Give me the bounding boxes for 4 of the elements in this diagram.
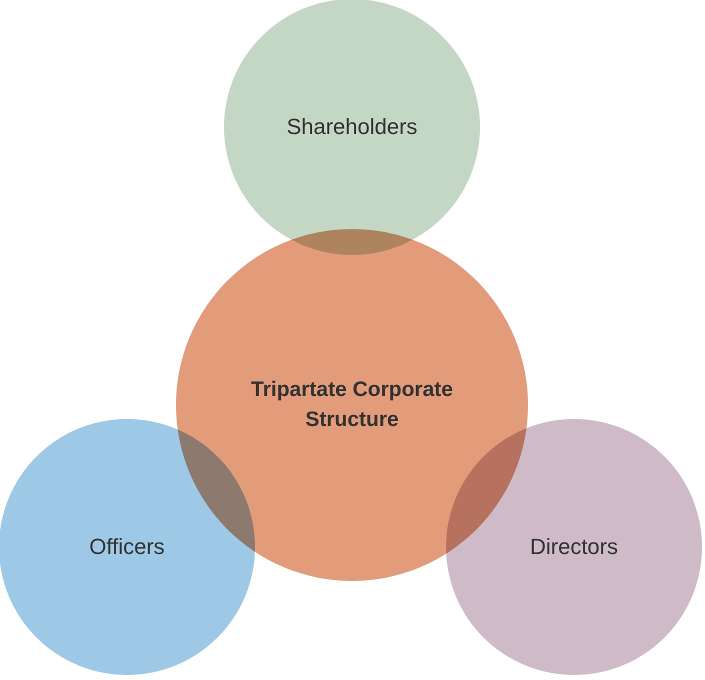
circle-label: Officers	[89, 533, 165, 562]
circle-label: Directors	[530, 533, 618, 562]
circle-label: Shareholders	[286, 113, 418, 142]
circle-label: Tripartate Corporate Structure	[250, 376, 454, 433]
